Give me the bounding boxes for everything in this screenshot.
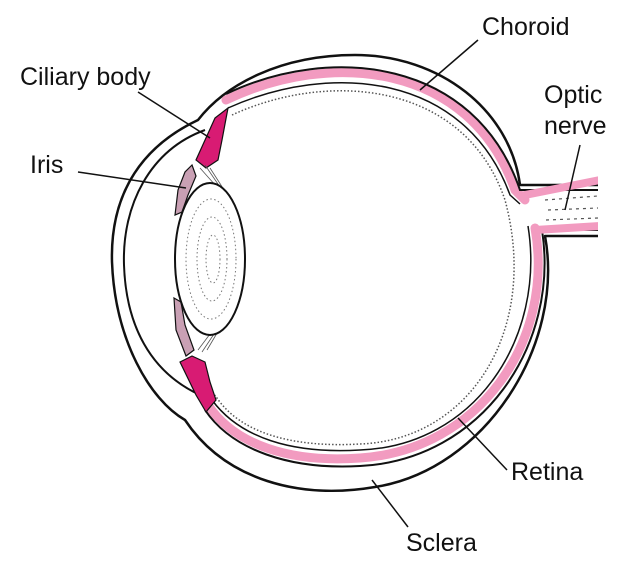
label-sclera: Sclera [406,529,477,557]
label-optic: Optic [544,81,603,109]
leader-choroid [419,39,479,91]
ciliary-body-upper [195,106,229,169]
label-retina: Retina [511,458,584,486]
zonule-fibers [197,164,229,353]
leader-sclera [371,479,409,528]
choroid-band-lower [203,223,543,464]
cornea [122,129,206,396]
choroid-band [221,68,530,205]
label-nerve: nerve [544,112,607,140]
label-ciliary-body: Ciliary body [20,63,151,91]
lens [174,182,246,336]
iris-upper [174,163,197,216]
ciliary-body-lower [179,355,217,414]
leader-ciliary [137,91,211,139]
leader-lines [77,39,581,528]
retina [214,90,515,446]
label-choroid: Choroid [482,13,570,41]
leader-iris [77,171,187,189]
sclera [110,53,600,493]
label-iris: Iris [30,151,64,179]
leader-optic-nerve [564,144,581,211]
optic-nerve [519,165,602,240]
leader-retina [457,417,508,471]
